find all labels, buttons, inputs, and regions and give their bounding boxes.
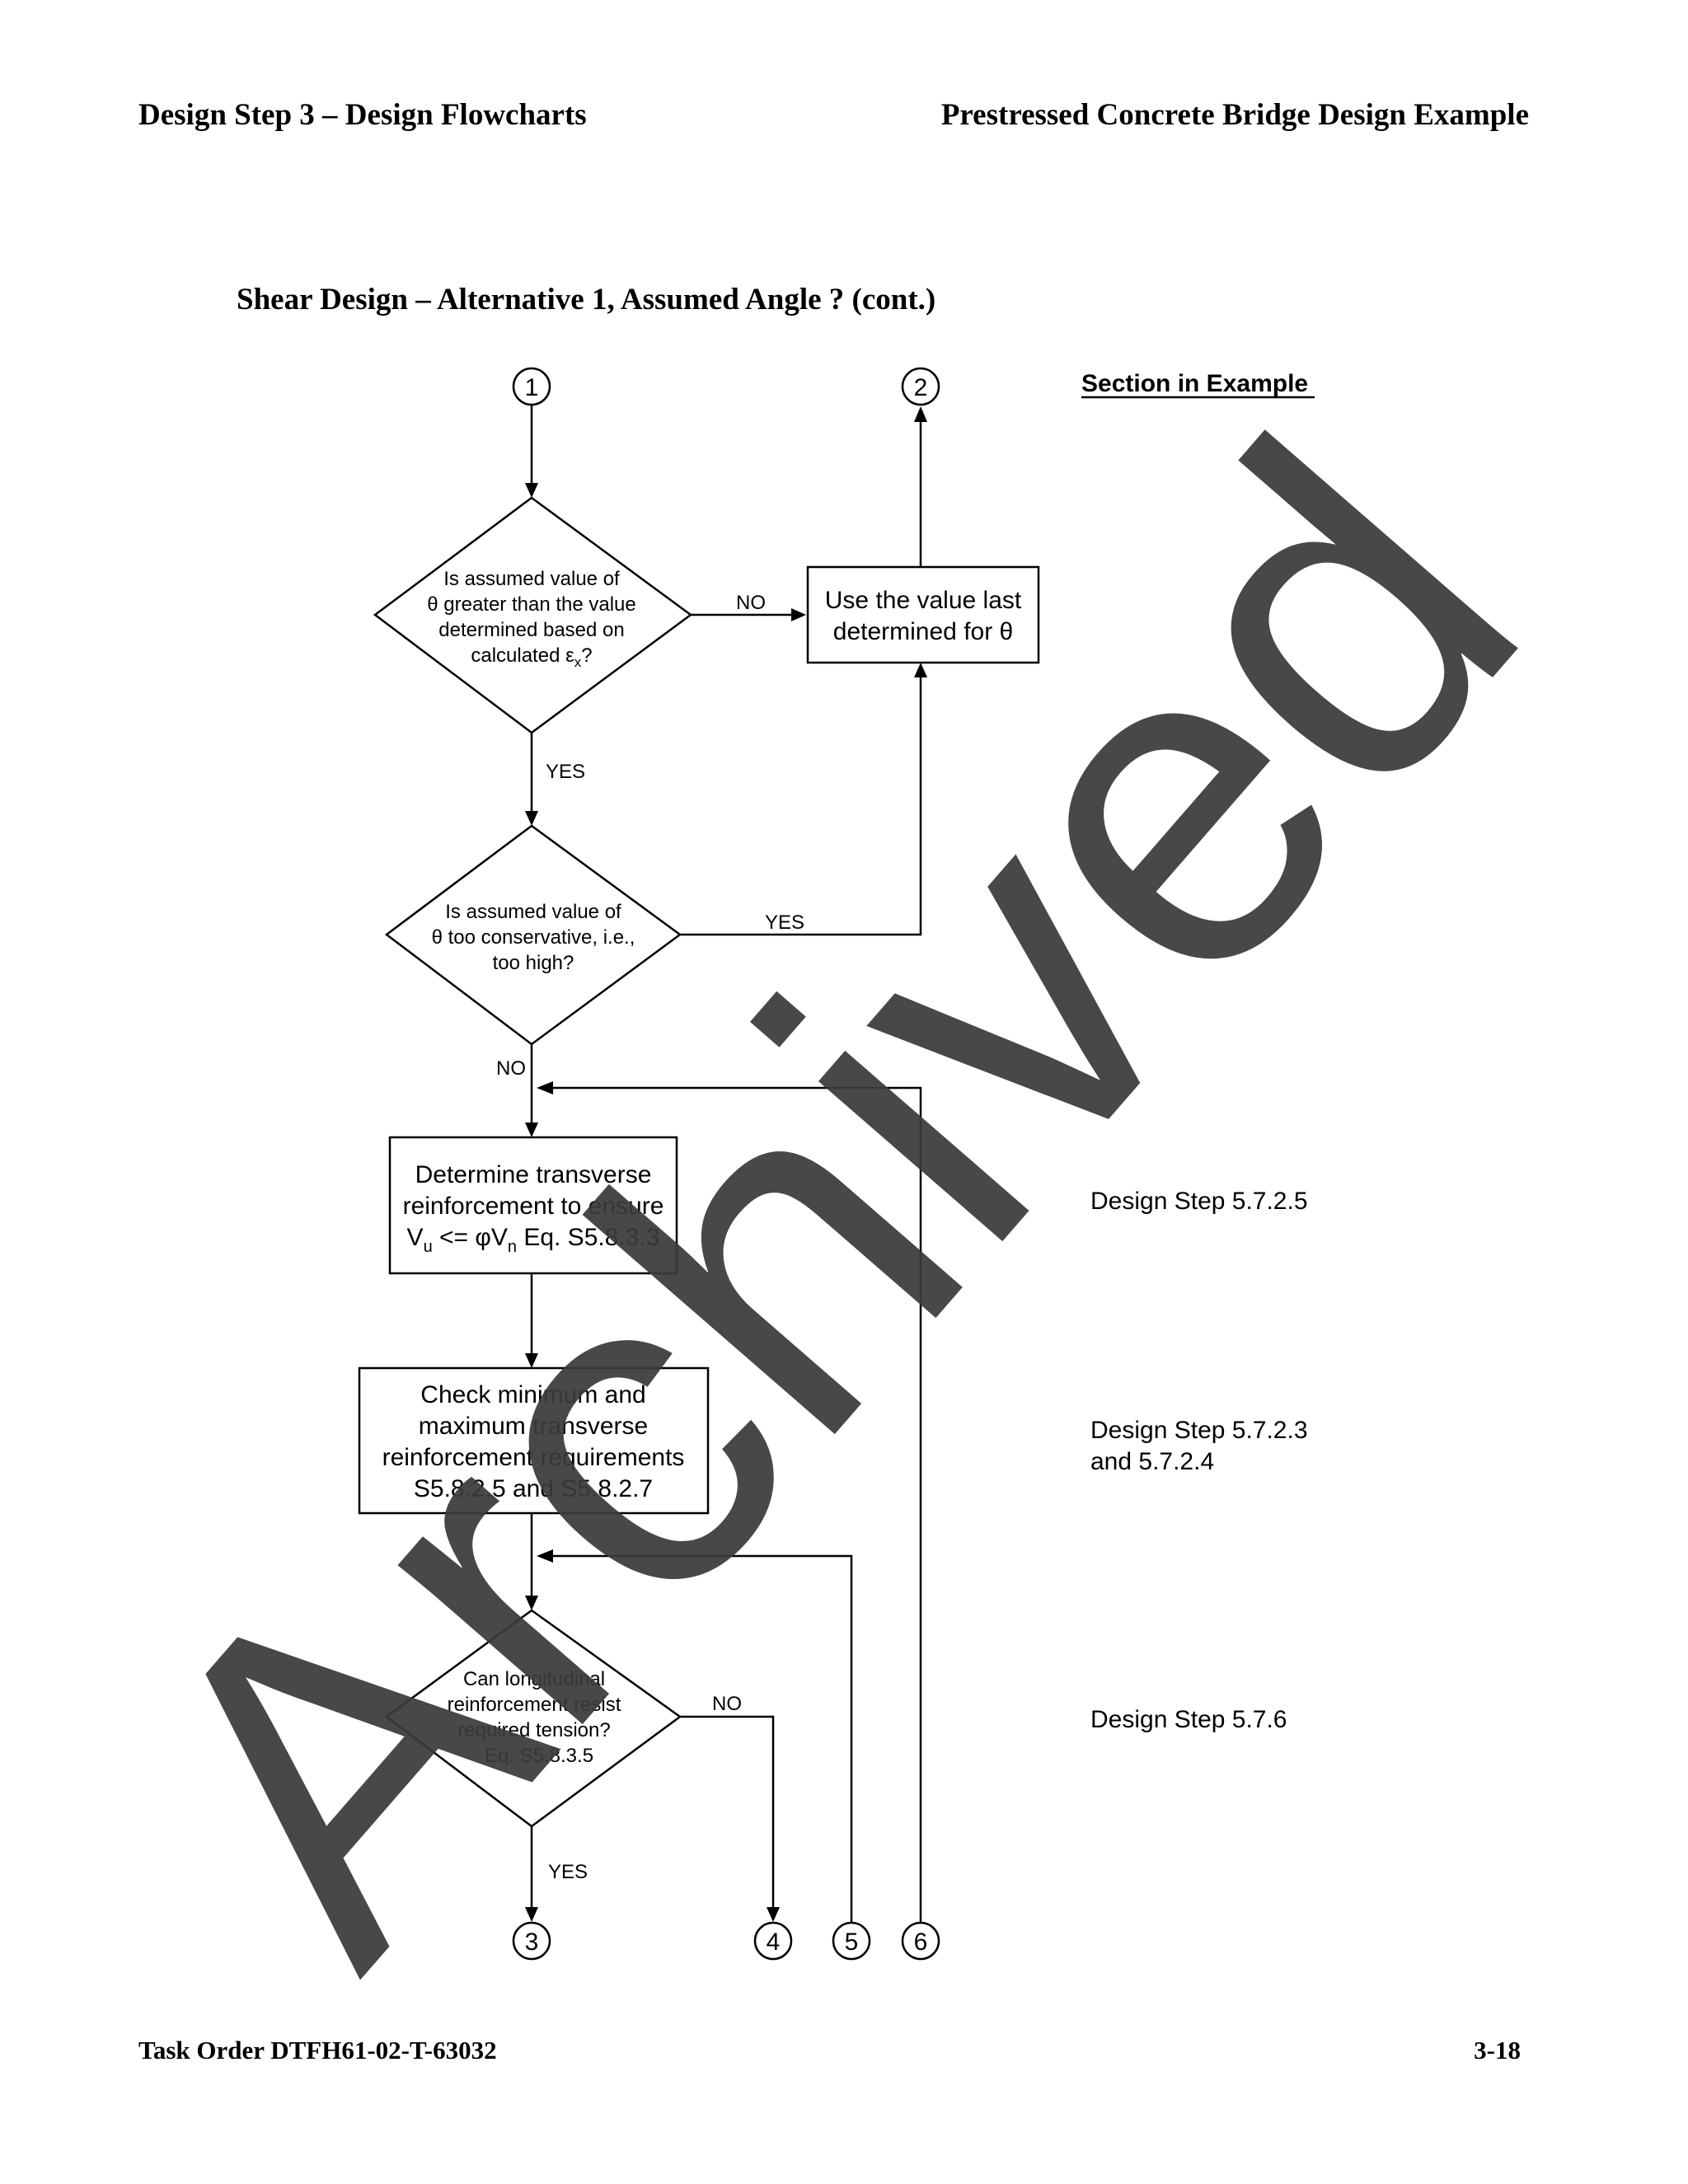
section-ref-minmax-line-2: and 5.7.2.4	[1090, 1448, 1214, 1475]
connector-5-label: 5	[845, 1929, 859, 1956]
connector-5: 5	[832, 1921, 871, 1961]
decision-theta-greater: Is assumed value of θ greater than the v…	[373, 496, 693, 734]
decision-1-line-4: calculated εx?	[471, 644, 592, 670]
decision-3-line-3: required tension?	[457, 1719, 610, 1741]
page-number: 3-18	[1474, 2036, 1521, 2064]
figure-subtitle: Shear Design – Alternative 1, Assumed An…	[237, 283, 936, 316]
connector-1-label: 1	[525, 374, 539, 401]
flow-lines	[525, 405, 927, 1923]
box-transverse-line-3: Vu <= φVn Eq. S5.8.3.3	[407, 1224, 660, 1256]
edge-label-d3-no: NO	[712, 1693, 742, 1715]
box-use-value-line-1: Use the value last	[825, 587, 1022, 614]
box-transverse-line-2: reinforcement to ensure	[403, 1193, 664, 1220]
footer-left: Task Order DTFH61-02-T-63032	[138, 2036, 497, 2064]
connector-6-label: 6	[914, 1929, 928, 1956]
decision-2-line-3: too high?	[493, 952, 574, 974]
connector-2-label: 2	[914, 374, 928, 401]
edge-label-d3-yes: YES	[548, 1861, 588, 1883]
connector-1: 1	[512, 367, 551, 406]
box-check-line-4: S5.8.2.5 and S5.8.2.7	[414, 1475, 653, 1502]
decision-3-line-4: Eq. S5.8.3.5	[485, 1745, 593, 1767]
edge-label-d2-no: NO	[496, 1057, 526, 1080]
decision-1-line-2: θ greater than the value	[427, 593, 636, 616]
section-ref-transverse: Design Step 5.7.2.5	[1090, 1188, 1308, 1215]
connector-2: 2	[901, 367, 940, 406]
section-heading: Section in Example	[1081, 370, 1308, 397]
decision-2-line-2: θ too conservative, i.e.,	[432, 926, 635, 949]
box-determine-transverse: Determine transverse reinforcement to en…	[388, 1136, 678, 1275]
box-transverse-line-1: Determine transverse	[415, 1161, 652, 1188]
box-use-last-theta: Use the value last determined for θ	[806, 565, 1040, 664]
box-check-min-max: Check minimum and maximum transverse rei…	[358, 1366, 710, 1515]
section-ref-longitudinal: Design Step 5.7.6	[1090, 1706, 1287, 1733]
edge-label-d1-no: NO	[736, 592, 766, 614]
decision-2-line-1: Is assumed value of	[445, 901, 621, 923]
decision-theta-conservative: Is assumed value of θ too conservative, …	[384, 824, 682, 1046]
decision-3-line-2: reinforcement resist	[448, 1694, 621, 1716]
box-check-line-2: maximum transverse	[419, 1413, 648, 1440]
edge-label-d1-yes: YES	[546, 761, 585, 783]
edge-label-d2-yes: YES	[765, 912, 804, 934]
connector-3: 3	[512, 1921, 551, 1961]
decision-1-line-1: Is assumed value of	[443, 568, 620, 590]
header-right: Prestressed Concrete Bridge Design Examp…	[940, 98, 1529, 132]
connector-4-label: 4	[767, 1929, 781, 1956]
decision-1-line-3: determined based on	[438, 619, 625, 641]
connector-6: 6	[901, 1921, 940, 1961]
decision-3-line-1: Can longitudinal	[463, 1668, 605, 1690]
box-use-value-line-2: determined for θ	[833, 618, 1013, 645]
connector-4: 4	[753, 1921, 793, 1961]
box-check-line-3: reinforcement requirements	[382, 1444, 685, 1471]
decision-longitudinal-tension: Can longitudinal reinforcement resist re…	[384, 1609, 682, 1828]
header-left: Design Step 3 – Design Flowcharts	[138, 98, 587, 132]
section-ref-minmax-line-1: Design Step 5.7.2.3	[1090, 1417, 1308, 1444]
connector-3-label: 3	[525, 1929, 539, 1956]
box-check-line-1: Check minimum and	[420, 1381, 645, 1408]
